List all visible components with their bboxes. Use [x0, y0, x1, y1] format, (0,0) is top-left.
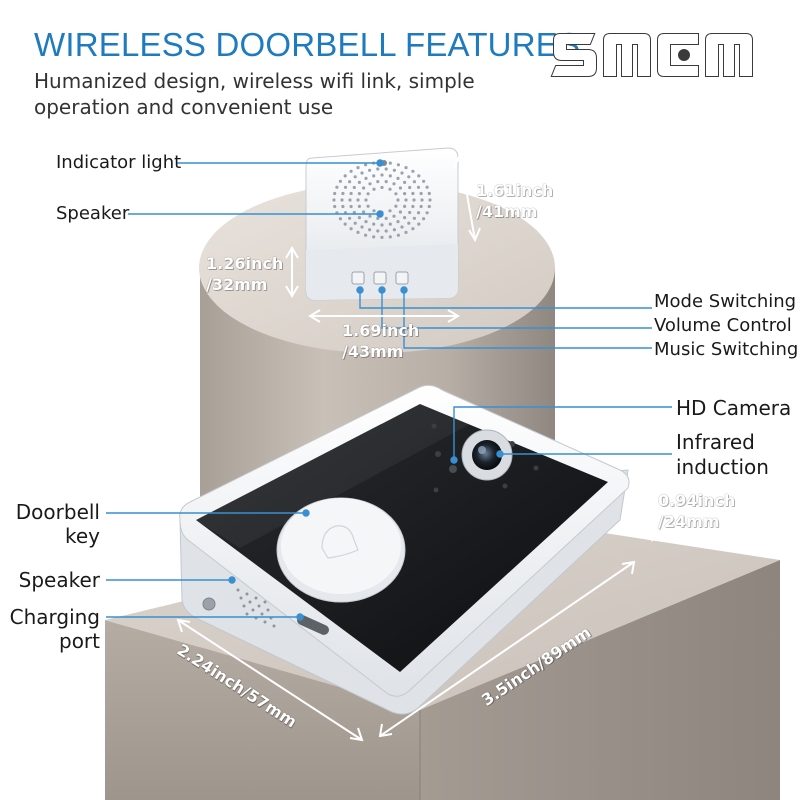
hd-camera-lens — [461, 429, 513, 481]
label-infrared-line1: Infrared — [676, 430, 755, 454]
mode-switch-button — [351, 271, 365, 285]
leader-lines — [106, 159, 672, 621]
speaker-grille — [332, 161, 432, 239]
doorbell-key-button — [276, 497, 406, 603]
label-doorbell-key-line1: Doorbell — [15, 500, 100, 524]
page-subtitle: Humanized design, wireless wifi link, si… — [34, 69, 475, 119]
label-hd-camera: HD Camera — [676, 396, 792, 420]
label-indicator-light: Indicator light — [56, 152, 182, 173]
page-title: WIRELESS DOORBELL FEATURES — [34, 26, 581, 63]
label-doorbell-key-line2: key — [64, 524, 100, 548]
dimension-arrows — [176, 152, 659, 742]
label-charging-line1: Charging — [9, 605, 100, 629]
chime-unit — [305, 147, 459, 301]
label-doorbell-speaker: Speaker — [18, 568, 100, 592]
music-switch-button — [395, 271, 409, 285]
dimension-doorbell-thickness: 0.94inch /24mm — [658, 491, 736, 531]
label-chime-speaker: Speaker — [56, 203, 130, 224]
doorbell-unit — [179, 384, 630, 715]
bell-icon — [321, 525, 359, 559]
dimension-chime-width: 1.69inch /43mm — [342, 321, 420, 361]
label-charging-line2: port — [59, 629, 100, 653]
dimension-chime-height: 1.61inch /41mm — [476, 181, 554, 221]
reset-hole — [202, 597, 216, 611]
charging-port — [297, 615, 329, 635]
label-mode-switching: Mode Switching — [654, 291, 797, 312]
label-infrared-line2: induction — [676, 455, 769, 479]
brand-logo — [550, 33, 753, 77]
volume-button — [373, 271, 387, 285]
dimension-chime-depth: 1.26inch /32mm — [206, 254, 284, 294]
infrared-sensor — [449, 465, 457, 473]
label-volume-control: Volume Control — [654, 315, 792, 336]
label-music-switching: Music Switching — [654, 339, 799, 360]
